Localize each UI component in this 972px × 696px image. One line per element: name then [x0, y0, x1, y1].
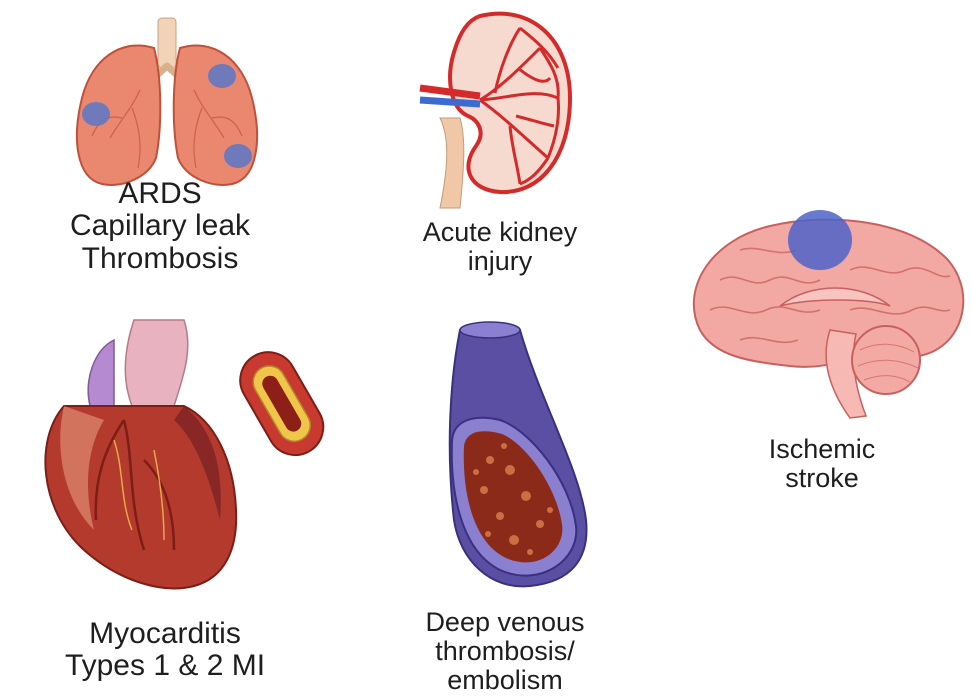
vein-caption: Deep venous thrombosis/ embolism — [380, 608, 630, 695]
brain-caption: Ischemic stroke — [722, 435, 922, 493]
heart-caption-line: Myocarditis — [20, 618, 310, 650]
vein-caption-line: embolism — [380, 666, 630, 695]
vein-icon — [430, 320, 600, 600]
brain-panel: Ischemic stroke — [670, 200, 972, 520]
lungs-caption: ARDS Capillary leak Thrombosis — [40, 178, 280, 275]
heart-caption-line: Types 1 & 2 MI — [20, 650, 310, 682]
lungs-panel: ARDS Capillary leak Thrombosis — [0, 0, 320, 290]
lungs-icon — [62, 18, 272, 188]
kidney-caption-line: Acute kidney — [380, 218, 620, 247]
lungs-caption-line: Thrombosis — [40, 243, 280, 275]
brain-caption-line: Ischemic — [722, 435, 922, 464]
vein-caption-line: thrombosis/ — [380, 637, 630, 666]
heart-caption: Myocarditis Types 1 & 2 MI — [20, 618, 310, 683]
kidney-caption: Acute kidney injury — [380, 218, 620, 276]
kidney-caption-line: injury — [380, 247, 620, 276]
vein-panel: Deep venous thrombosis/ embolism — [380, 300, 630, 696]
lungs-caption-line: Capillary leak — [40, 210, 280, 242]
vein-caption-line: Deep venous — [380, 608, 630, 637]
lungs-caption-line: ARDS — [40, 178, 280, 210]
heart-panel: Myocarditis Types 1 & 2 MI — [0, 300, 330, 696]
kidney-icon — [420, 8, 580, 208]
kidney-panel: Acute kidney injury — [380, 0, 620, 290]
brain-caption-line: stroke — [722, 464, 922, 493]
brain-icon — [680, 210, 970, 430]
heart-icon — [24, 310, 314, 600]
